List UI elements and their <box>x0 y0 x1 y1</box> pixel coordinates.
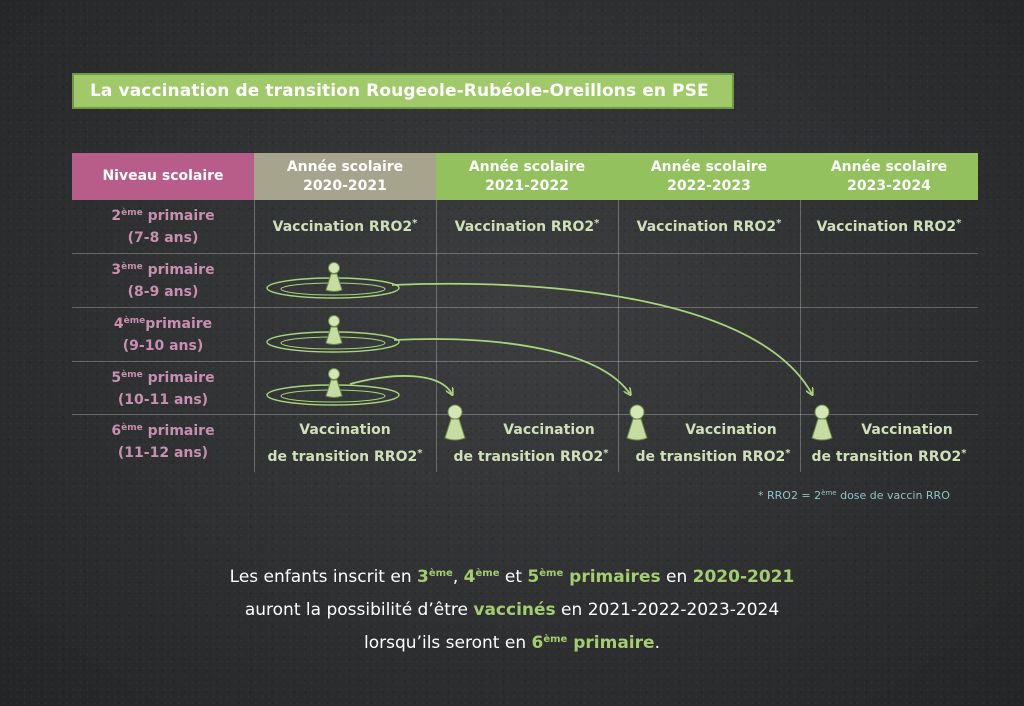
grid-line <box>254 200 255 472</box>
cell-transition-2022-2023: Vaccination de transition RRO2* <box>635 422 791 465</box>
grid-line <box>800 200 801 472</box>
cell-transition-2021-2022: Vaccination de transition RRO2* <box>453 422 609 465</box>
grid-line <box>72 253 978 254</box>
level-4eme-primaire: 4èmeprimaire (9-10 ans) <box>113 316 213 354</box>
cell-rro2-2023-2024: Vaccination RRO2* <box>816 218 962 236</box>
level-3eme-primaire: 3ème primaire (8-9 ans) <box>111 262 215 300</box>
cell-transition-2023-2024: Vaccination de transition RRO2* <box>811 422 967 465</box>
cell-rro2-2020-2021: Vaccination RRO2* <box>272 218 418 236</box>
explanation-line-1: Les enfants inscrit en 3ème, 4ème et 5èm… <box>229 567 795 587</box>
header-year-2022-2023: Année scolaire 2022-2023 <box>618 153 800 200</box>
footnote: * RRO2 = 2ème dose de vaccin RRO <box>758 489 950 502</box>
header-year-2020-2021: Année scolaire 2020-2021 <box>254 153 436 200</box>
header-level: Niveau scolaire <box>72 153 254 200</box>
arrow-3eme-to-2023-2024 <box>391 282 812 394</box>
cell-rro2-2022-2023: Vaccination RRO2* <box>636 218 782 236</box>
level-5eme-primaire: 5ème primaire (10-11 ans) <box>111 370 215 408</box>
grid-line <box>72 307 978 308</box>
pawn-icon <box>444 404 466 441</box>
grid-line <box>72 414 978 415</box>
pawn-icon <box>626 404 648 441</box>
cell-rro2-2021-2022: Vaccination RRO2* <box>454 218 600 236</box>
grid-line <box>72 361 978 362</box>
arrow-5eme-to-2021-2022 <box>349 375 452 394</box>
pawn-icon <box>811 404 833 441</box>
level-6eme-primaire: 6ème primaire (11-12 ans) <box>111 423 215 461</box>
explanation-line-3: lorsqu’ils seront en 6ème primaire. <box>364 633 660 653</box>
cell-transition-2020-2021: Vaccination de transition RRO2* <box>267 422 423 465</box>
level-2eme-primaire: 2ème primaire (7-8 ans) <box>111 208 215 246</box>
page-title: La vaccination de transition Rougeole-Ru… <box>72 73 734 109</box>
pawn-icon <box>325 368 343 398</box>
pawn-icon <box>325 315 343 345</box>
header-year-2023-2024: Année scolaire 2023-2024 <box>800 153 978 200</box>
grid-line <box>618 200 619 472</box>
pawn-icon <box>325 262 343 292</box>
header-year-2021-2022: Année scolaire 2021-2022 <box>436 153 618 200</box>
explanation-line-2: auront la possibilité d’être vaccinés en… <box>244 600 780 620</box>
arrow-4eme-to-2022-2023 <box>393 338 630 394</box>
grid-line <box>436 200 437 472</box>
